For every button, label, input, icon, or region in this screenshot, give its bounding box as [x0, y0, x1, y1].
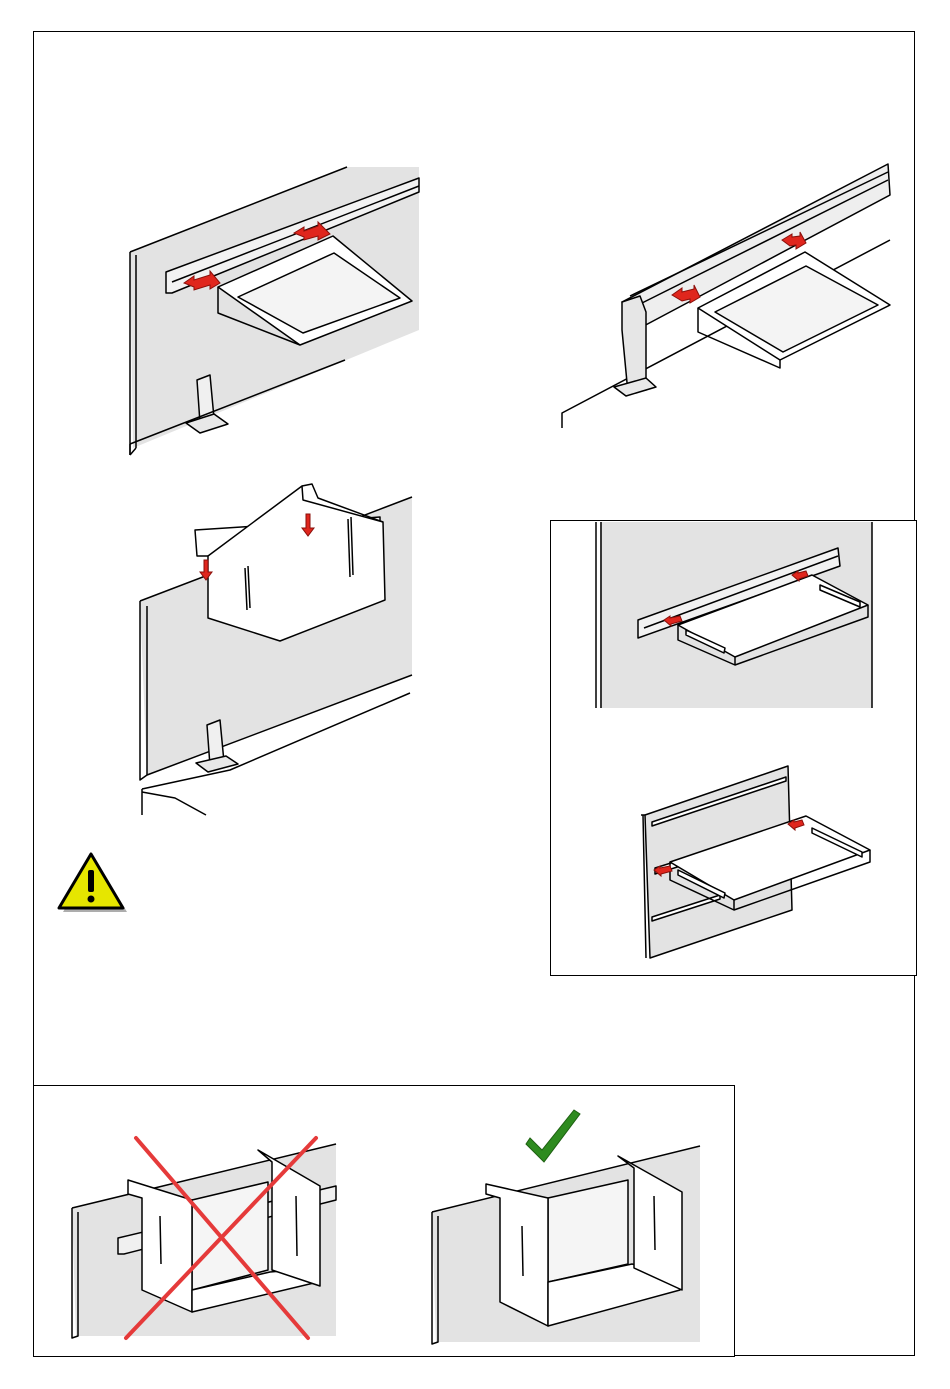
- check-mark-icon: [526, 1110, 580, 1162]
